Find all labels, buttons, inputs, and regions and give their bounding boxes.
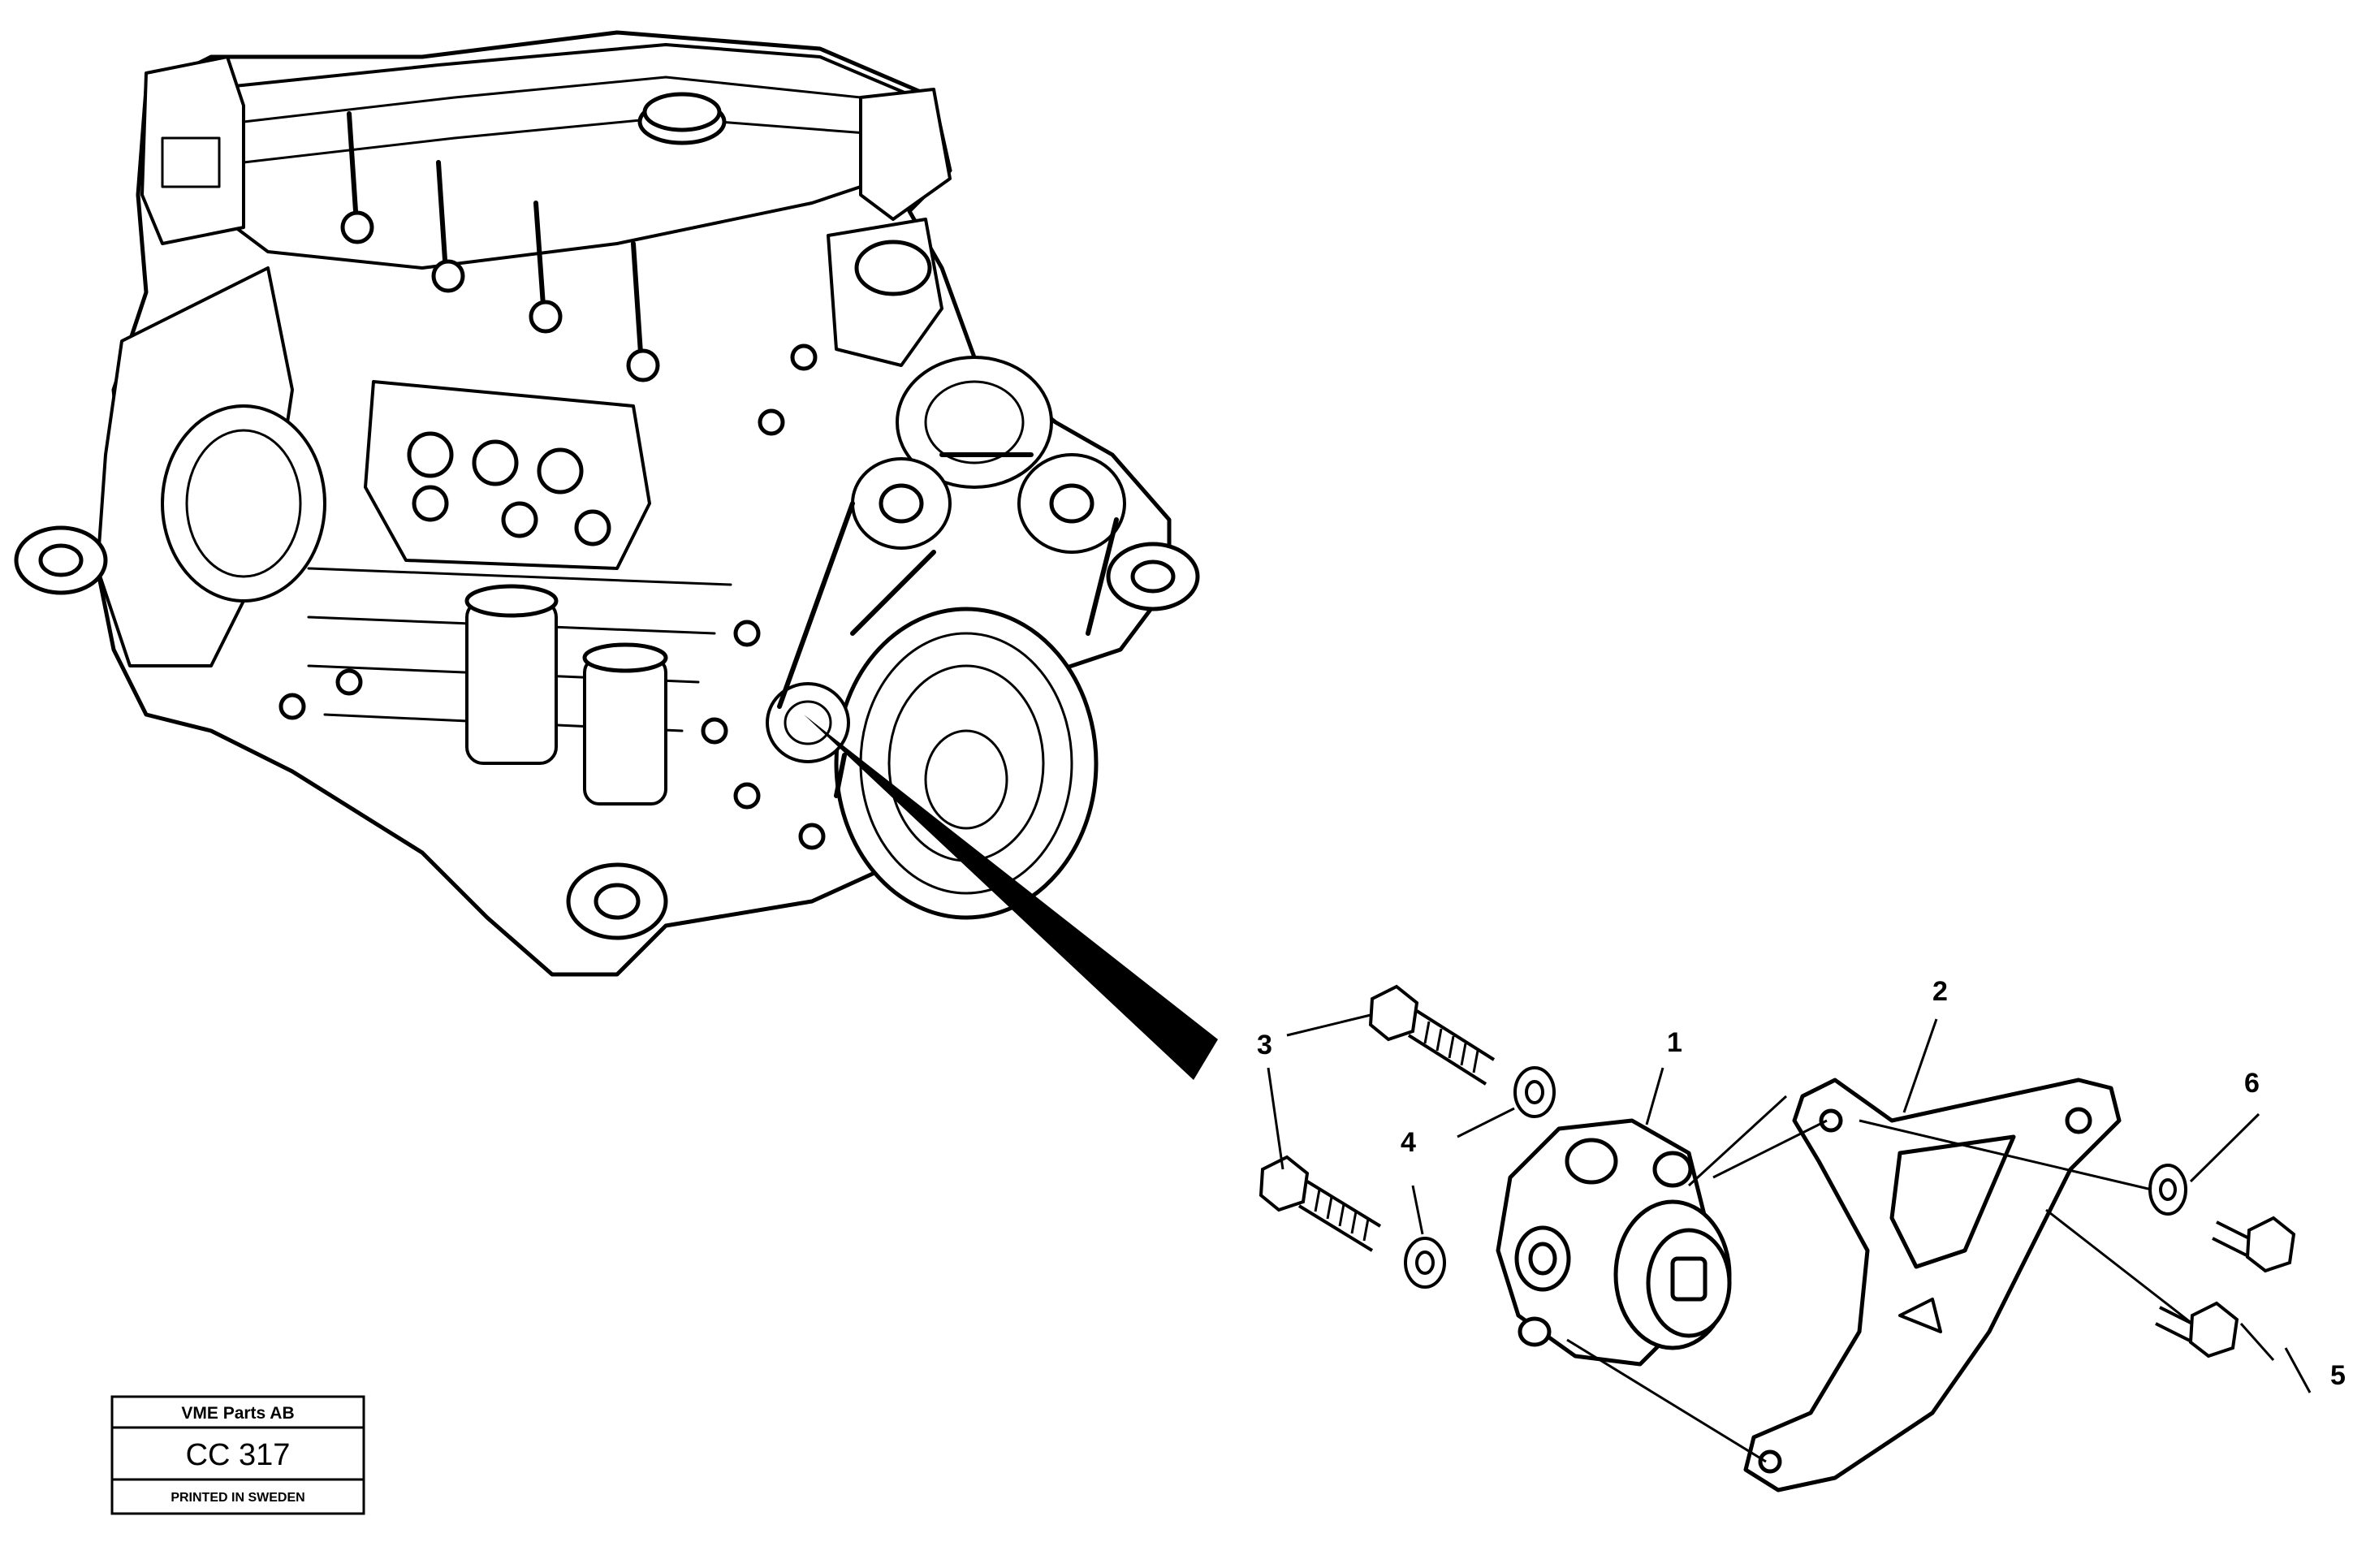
washer-upper xyxy=(1513,1066,1556,1118)
title-block-footer: PRINTED IN SWEDEN xyxy=(171,1491,304,1505)
washer-item6 xyxy=(2148,1164,2187,1216)
mounting-bracket xyxy=(1743,1078,2122,1492)
alignment-lines xyxy=(1566,1095,2193,1463)
bolt-lower xyxy=(1259,1155,1382,1252)
bolt-upper xyxy=(1368,984,1496,1086)
bolt-item5-lower xyxy=(2155,1301,2239,1359)
callout-3: 3 xyxy=(1257,1030,1272,1060)
bolt-item5-upper xyxy=(2212,1216,2296,1273)
pump-unit xyxy=(1496,1118,1732,1367)
callout-2: 2 xyxy=(1932,976,1948,1007)
engine-block xyxy=(14,30,1200,977)
title-block-code: CC 317 xyxy=(186,1438,291,1472)
title-block-company: VME Parts AB xyxy=(181,1404,294,1423)
callout-leaders xyxy=(1267,1013,2312,1393)
callout-4: 4 xyxy=(1401,1127,1416,1158)
detail-pointer xyxy=(804,715,1218,1080)
callout-6: 6 xyxy=(2244,1068,2260,1099)
title-block: VME Parts AB CC 317 PRINTED IN SWEDEN xyxy=(110,1395,365,1515)
callout-5: 5 xyxy=(2330,1360,2346,1391)
washer-lower xyxy=(1404,1237,1446,1289)
callout-1: 1 xyxy=(1667,1027,1682,1058)
